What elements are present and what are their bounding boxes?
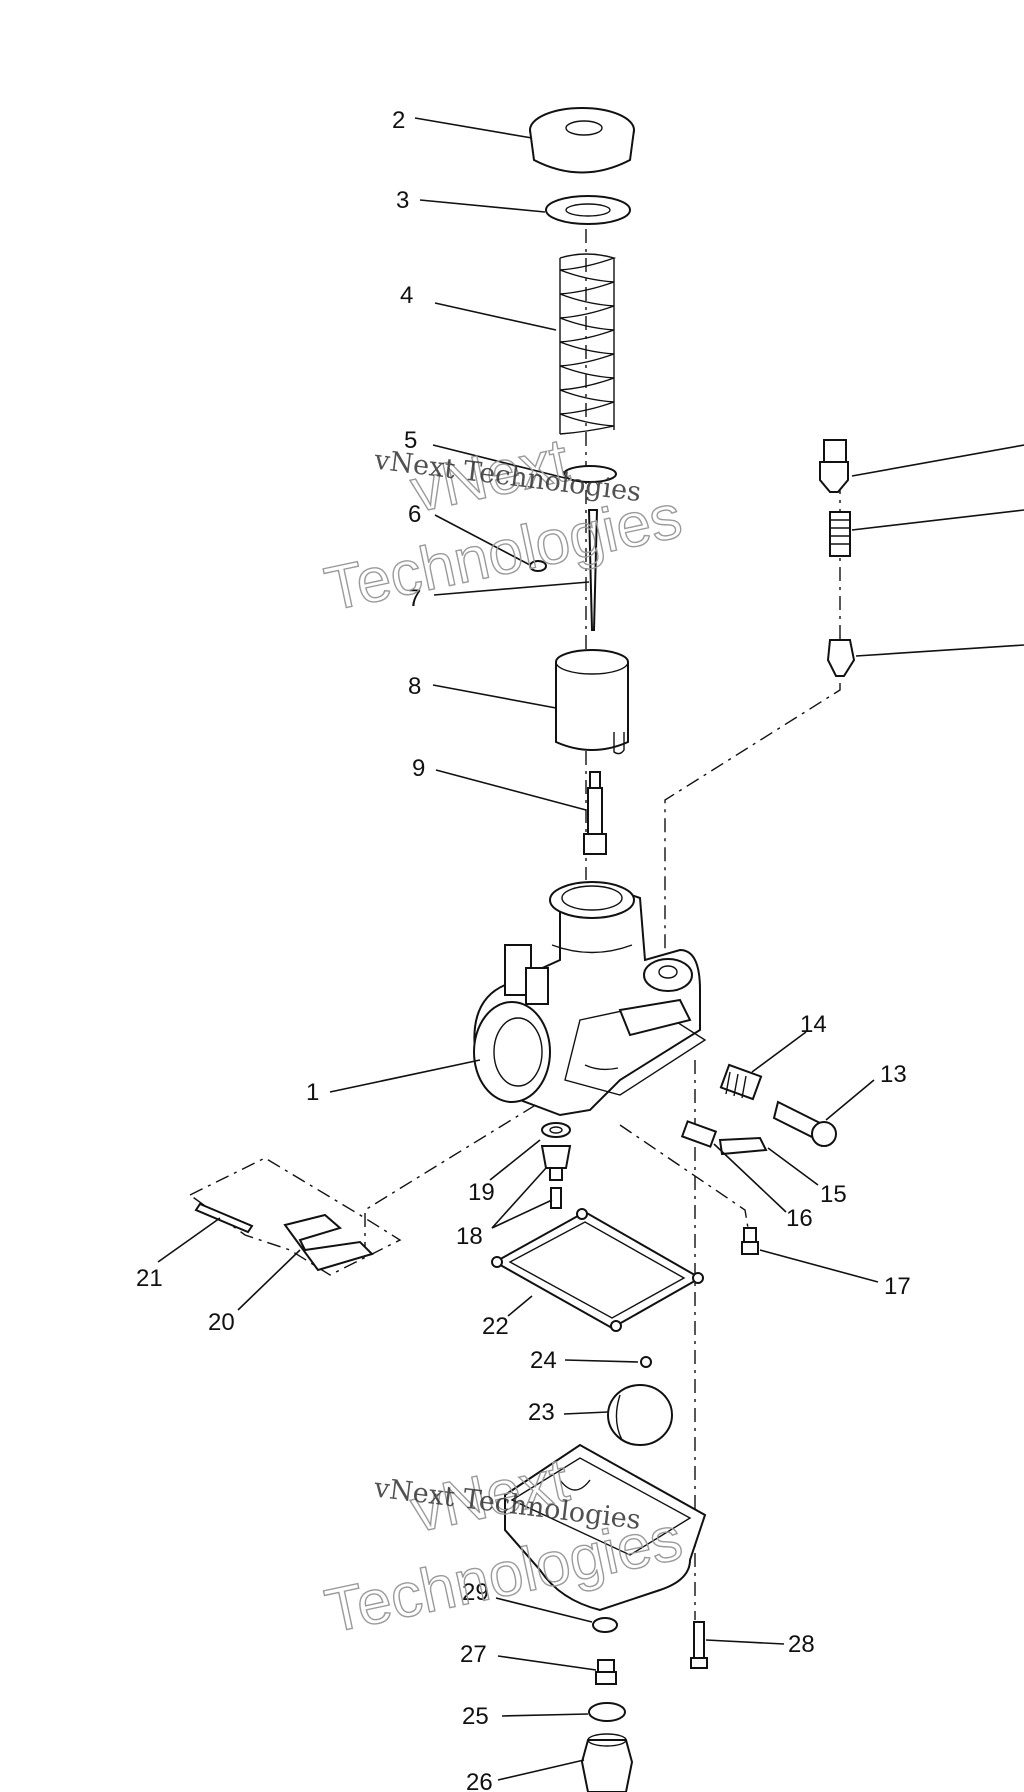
part-16-spring: [680, 1120, 718, 1148]
leader-6: [434, 514, 531, 566]
callout-19: 19: [468, 1179, 495, 1206]
leader-20: [237, 1249, 301, 1311]
callout-26: 26: [466, 1769, 493, 1792]
leader-17: [759, 1249, 879, 1283]
leader-21: [157, 1217, 221, 1263]
leader-4: [434, 302, 557, 331]
part-27-drain-jet: [595, 1659, 617, 1685]
part-5-plate: [563, 465, 617, 483]
part-8-throttle-valve: [555, 649, 629, 755]
leader-3: [419, 199, 546, 213]
part-2-cap: [529, 107, 635, 174]
part-7-jet-needle: [587, 509, 599, 631]
part-3-washer: [545, 195, 631, 225]
callout-23: 23: [528, 1399, 555, 1426]
part-13-stop-screw: [772, 1100, 837, 1147]
part-20-float-arm: [283, 1213, 374, 1272]
callout-7: 7: [408, 585, 421, 612]
right-pilot-plunger: [826, 639, 856, 677]
watermark-top: vNext Technologies vNext Technologies: [318, 425, 688, 625]
part-23-float: [607, 1384, 673, 1446]
callout-18: 18: [456, 1223, 483, 1250]
callout-4: 4: [400, 282, 413, 309]
leader-24: [564, 1359, 639, 1363]
part-22-gasket: [491, 1208, 704, 1332]
leader-2: [414, 117, 533, 139]
leader-8: [432, 684, 557, 709]
leader-right-cap: [851, 444, 1024, 477]
leader-right-spring: [851, 509, 1024, 531]
callout-21: 21: [136, 1265, 163, 1292]
leader-28: [705, 1639, 785, 1645]
part-20-float-pin-plate: [188, 1157, 402, 1276]
leader-1: [329, 1059, 481, 1093]
callout-22: 22: [482, 1313, 509, 1340]
part-21-float-pin: [194, 1202, 254, 1234]
part-29-washer: [592, 1617, 618, 1633]
part-1-carburetor-body: [473, 881, 707, 1117]
leader-22: [507, 1295, 533, 1317]
leader-5: [432, 444, 566, 479]
part-4-spring: [559, 253, 617, 435]
float-axis-line: [619, 1124, 751, 1241]
part-25-o-ring: [588, 1702, 626, 1722]
part-15-pilot-screw: [718, 1136, 768, 1156]
right-pilot-spring: [829, 511, 851, 557]
leader-26: [497, 1759, 585, 1781]
callout-20: 20: [208, 1309, 235, 1336]
callout-25: 25: [462, 1703, 489, 1730]
leader-19: [489, 1139, 541, 1181]
callout-1: 1: [306, 1079, 319, 1106]
part-18-main-jet: [540, 1145, 572, 1209]
part-17-drain-screw: [741, 1227, 759, 1255]
part-6-clip: [529, 560, 547, 572]
fuel-inlet-axis-line: [364, 1089, 561, 1260]
callout-6: 6: [408, 501, 421, 528]
callout-5: 5: [404, 427, 417, 454]
part-14-spring: [719, 1063, 763, 1101]
callout-17: 17: [884, 1273, 911, 1300]
callout-27: 27: [460, 1641, 487, 1668]
callout-9: 9: [412, 755, 425, 782]
leader-14: [751, 1031, 807, 1073]
leader-9: [435, 769, 587, 811]
leader-27: [497, 1655, 597, 1671]
pilot-axis-line: [664, 480, 841, 960]
part-26-drain-plug: [580, 1733, 634, 1792]
leader-right-plunger: [855, 644, 1024, 657]
part-19-washer: [541, 1122, 571, 1138]
part-9-needle-jet: [583, 771, 607, 855]
part-24-ball: [640, 1356, 652, 1368]
callout-14: 14: [800, 1011, 827, 1038]
callout-16: 16: [786, 1205, 813, 1232]
leader-7: [433, 581, 590, 596]
part-28-screw: [690, 1621, 708, 1669]
leader-13: [825, 1079, 875, 1121]
callout-15: 15: [820, 1181, 847, 1208]
callout-24: 24: [530, 1347, 557, 1374]
leader-16: [713, 1143, 787, 1213]
callout-8: 8: [408, 673, 421, 700]
callout-28: 28: [788, 1631, 815, 1658]
leader-29: [495, 1597, 593, 1623]
leader-25: [501, 1713, 589, 1717]
leader-18: [491, 1167, 553, 1229]
callout-13: 13: [880, 1061, 907, 1088]
callout-3: 3: [396, 187, 409, 214]
callout-2: 2: [392, 107, 405, 134]
float-bowl: [504, 1443, 707, 1612]
leader-23: [563, 1411, 609, 1415]
right-pilot-cap: [819, 439, 849, 493]
callout-29: 29: [462, 1579, 489, 1606]
leader-15: [767, 1147, 819, 1186]
